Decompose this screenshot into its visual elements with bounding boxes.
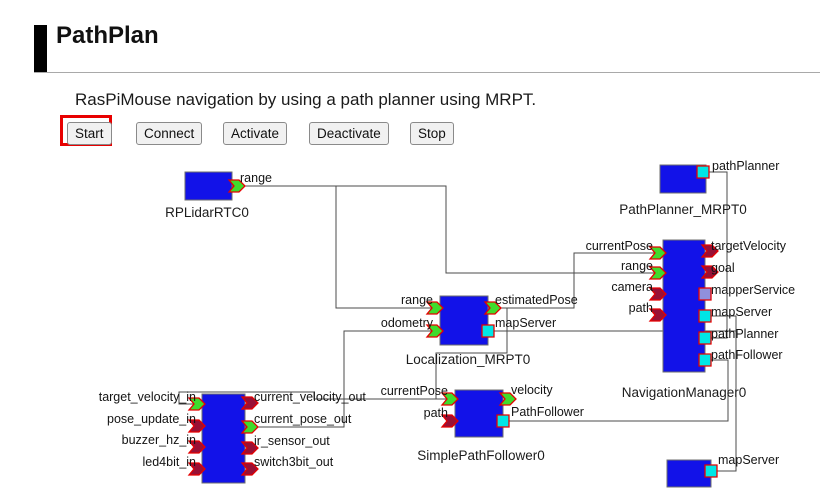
wire-mapserver-navigation xyxy=(705,315,737,472)
label-raspimouse-buzzerhz: buzzer_hz_in xyxy=(122,433,196,447)
port-rplidar-range-out xyxy=(227,179,246,193)
label-localization-name: Localization_MRPT0 xyxy=(406,352,531,367)
label-navigation-pathplanner: pathPlanner xyxy=(711,327,778,341)
label-navigation-camera: camera xyxy=(611,280,653,294)
port-follower-velocity-out xyxy=(498,392,517,406)
label-navigation-mapserver: mapServer xyxy=(711,305,772,319)
wire-range xyxy=(232,185,663,274)
components xyxy=(184,164,712,488)
label-navigation-currentpose: currentPose xyxy=(586,239,653,253)
label-localization-estimatedpose: estimatedPose xyxy=(495,293,578,307)
label-raspimouse-currentpose: current_pose_out xyxy=(254,412,352,426)
label-navigation-pathfollower: pathFollower xyxy=(711,348,783,362)
port-localization-estimatedpose-out xyxy=(483,301,502,315)
stop-button[interactable]: Stop xyxy=(410,122,454,145)
component-mapserver xyxy=(666,459,712,488)
port-raspimouse-switch3bit-out xyxy=(240,462,259,476)
label-pathplanner-port: pathPlanner xyxy=(712,159,779,173)
wire-pathplanner xyxy=(705,171,728,339)
port-localization-mapserver-service xyxy=(481,324,495,338)
label-raspimouse-irsensor: ir_sensor_out xyxy=(254,434,330,448)
label-mapserver-port: mapServer xyxy=(718,453,779,467)
title-accent-bar xyxy=(34,25,47,73)
label-rplidar-name: RPLidarRTC0 xyxy=(165,205,249,220)
port-mapserver-service xyxy=(704,464,718,478)
port-raspimouse-targetvelocity-in xyxy=(187,397,206,411)
activate-button[interactable]: Activate xyxy=(223,122,288,145)
port-navigation-camera-in xyxy=(648,287,667,301)
port-pathplanner-service xyxy=(696,165,710,179)
port-raspimouse-led4bit-in xyxy=(187,462,206,476)
label-rplidar-range: range xyxy=(240,171,272,185)
label-navigation-targetvelocity: targetVelocity xyxy=(711,239,787,253)
component-pathplanner xyxy=(659,164,707,194)
wire-range-branch xyxy=(335,186,440,309)
start-button[interactable]: Start xyxy=(67,122,112,145)
wire-estimatedpose xyxy=(488,252,663,309)
port-follower-currentpose-in xyxy=(440,392,459,406)
port-navigation-pathfollower-service xyxy=(698,353,712,367)
component-localization xyxy=(439,295,489,346)
wires xyxy=(178,171,737,472)
label-navigation-goal: goal xyxy=(711,261,735,275)
wire-estimatedpose-branch xyxy=(435,308,508,400)
deactivate-button[interactable]: Deactivate xyxy=(309,122,389,145)
port-follower-path-in xyxy=(440,414,459,428)
label-raspimouse-switch3bit: switch3bit_out xyxy=(254,455,334,469)
connect-button[interactable]: Connect xyxy=(136,122,203,145)
port-raspimouse-buzzerhz-in xyxy=(187,440,206,454)
port-navigation-range-in xyxy=(648,266,667,280)
title-divider xyxy=(34,72,820,73)
port-follower-pathfollower-service xyxy=(496,414,510,428)
label-follower-velocity: velocity xyxy=(511,383,553,397)
wire-odometry xyxy=(245,330,440,428)
label-navigation-mapperservice: mapperService xyxy=(711,283,795,297)
label-raspimouse-led4bit: led4bit_in xyxy=(142,455,196,469)
label-pathplanner-name: PathPlanner_MRPT0 xyxy=(619,202,747,217)
label-localization-odometry: odometry xyxy=(381,316,434,330)
port-raspimouse-currentvelocity-out xyxy=(240,396,259,410)
page-subtitle: RasPiMouse navigation by using a path pl… xyxy=(75,90,537,109)
wire-pathfollower xyxy=(503,359,729,422)
label-navigation-name: NavigationManager0 xyxy=(622,385,747,400)
port-navigation-mapserver-service xyxy=(698,309,712,323)
component-raspimouse xyxy=(201,393,246,484)
port-navigation-currentpose-in xyxy=(648,246,667,260)
port-navigation-mapperservice-service xyxy=(698,287,712,301)
page-title: PathPlan xyxy=(56,22,159,49)
port-raspimouse-irsensor-out xyxy=(240,441,259,455)
port-navigation-pathplanner-service xyxy=(698,331,712,345)
port-raspimouse-poseupdate-in xyxy=(187,419,206,433)
label-localization-mapserver: mapServer xyxy=(495,316,556,330)
component-navigationmanager xyxy=(662,239,706,373)
label-follower-name: SimplePathFollower0 xyxy=(417,448,545,463)
label-raspimouse-targetvelocity: target_velocity_in xyxy=(99,390,196,404)
component-rplidar xyxy=(184,171,233,201)
port-navigation-goal-out xyxy=(700,265,719,279)
port-raspimouse-currentpose-out xyxy=(240,420,259,434)
ports xyxy=(187,165,719,478)
wire-velocity xyxy=(178,391,503,405)
label-localization-range: range xyxy=(401,293,433,307)
label-follower-path: path xyxy=(424,406,448,420)
port-navigation-path-in xyxy=(648,308,667,322)
port-localization-range-in xyxy=(425,301,444,315)
label-follower-currentpose: currentPose xyxy=(381,384,448,398)
label-raspimouse-currentvelocity: current_velocity_out xyxy=(254,390,366,404)
port-localization-odometry-in xyxy=(425,324,444,338)
port-navigation-targetvelocity-out xyxy=(700,244,719,258)
label-navigation-range: range xyxy=(621,259,653,273)
component-simplepathfollower xyxy=(454,389,504,438)
label-follower-pathfollower: PathFollower xyxy=(511,405,584,419)
labels: range RPLidarRTC0 pathPlanner PathPlanne… xyxy=(99,159,795,469)
label-navigation-path: path xyxy=(629,301,653,315)
label-raspimouse-poseupdate: pose_update_in xyxy=(107,412,196,426)
